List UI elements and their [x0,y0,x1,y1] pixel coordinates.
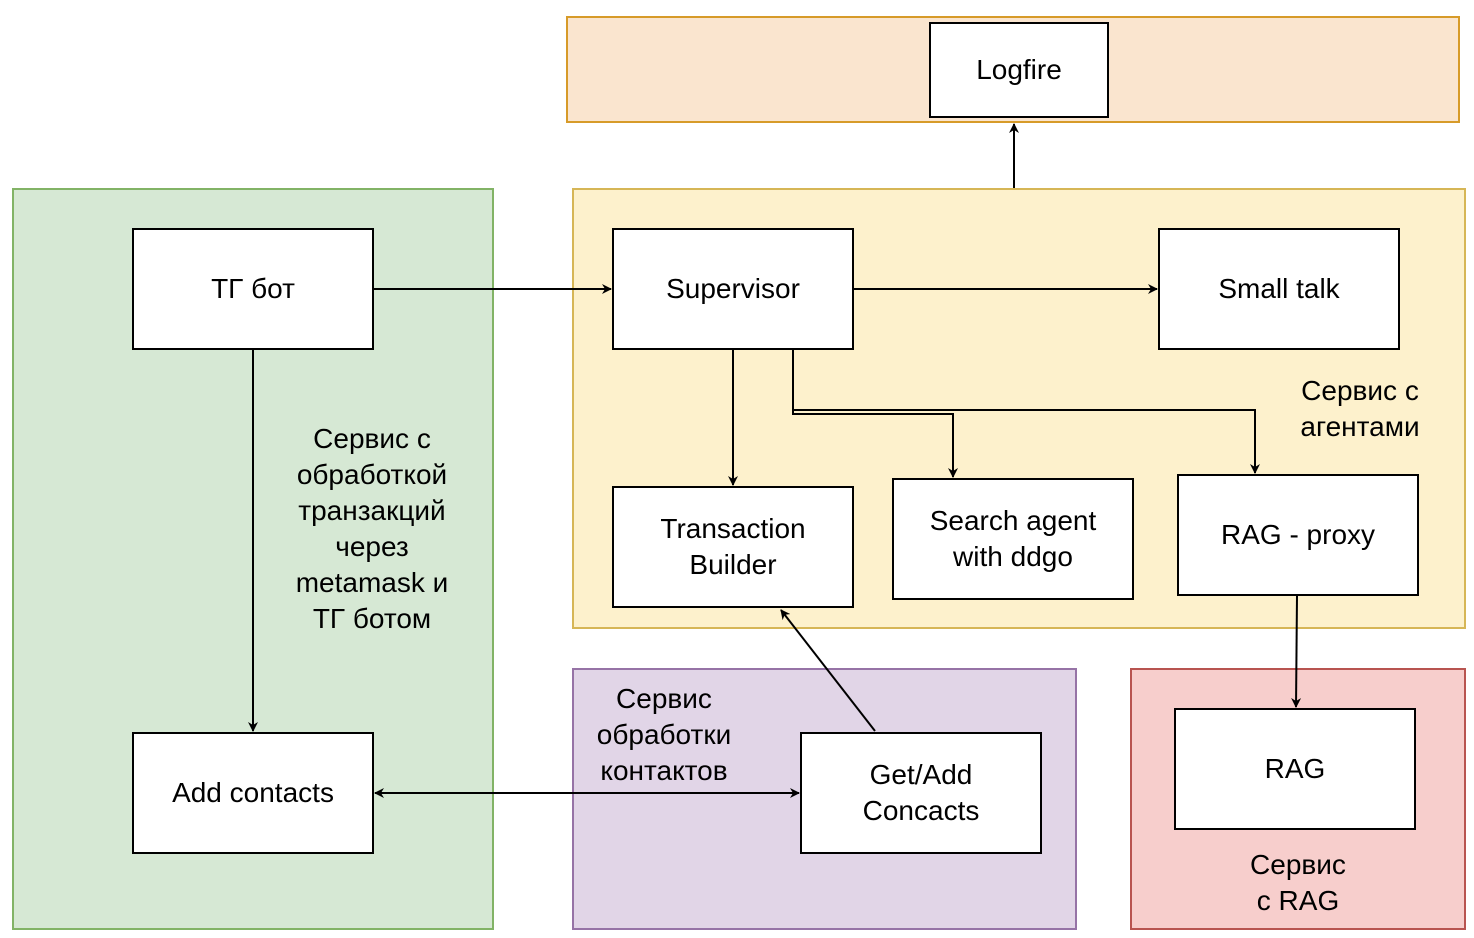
edge-get-add-contacts-to-transaction-builder [780,609,876,732]
rag-proxy-node: RAG - proxy [1177,474,1419,596]
edge-supervisor-to-search-agent [792,350,958,478]
edge-supervisor-to-rag-proxy [792,350,1260,474]
logfire-node: Logfire [929,22,1109,118]
contacts-service-label: Сервис обработки контактов [596,683,732,786]
rag-node: RAG [1174,708,1416,830]
transactions-service-label: Сервис с обработкой транзакций через met… [295,423,449,634]
tg-bot-node: ТГ бот [132,228,374,350]
add-contacts-node: Add contacts [132,732,374,854]
edge-rag-proxy-to-rag [1291,595,1302,708]
search-agent-node: Search agent with ddgo [892,478,1134,600]
small-talk-node: Small talk [1158,228,1400,350]
rag-service-label: Сервис с RAG [1250,849,1346,916]
supervisor-node: Supervisor [612,228,854,350]
get-add-contacts-node: Get/Add Concacts [800,732,1042,854]
transaction-builder-node: Transaction Builder [612,486,854,608]
agents-service-label: Сервис с агентами [1300,375,1420,442]
